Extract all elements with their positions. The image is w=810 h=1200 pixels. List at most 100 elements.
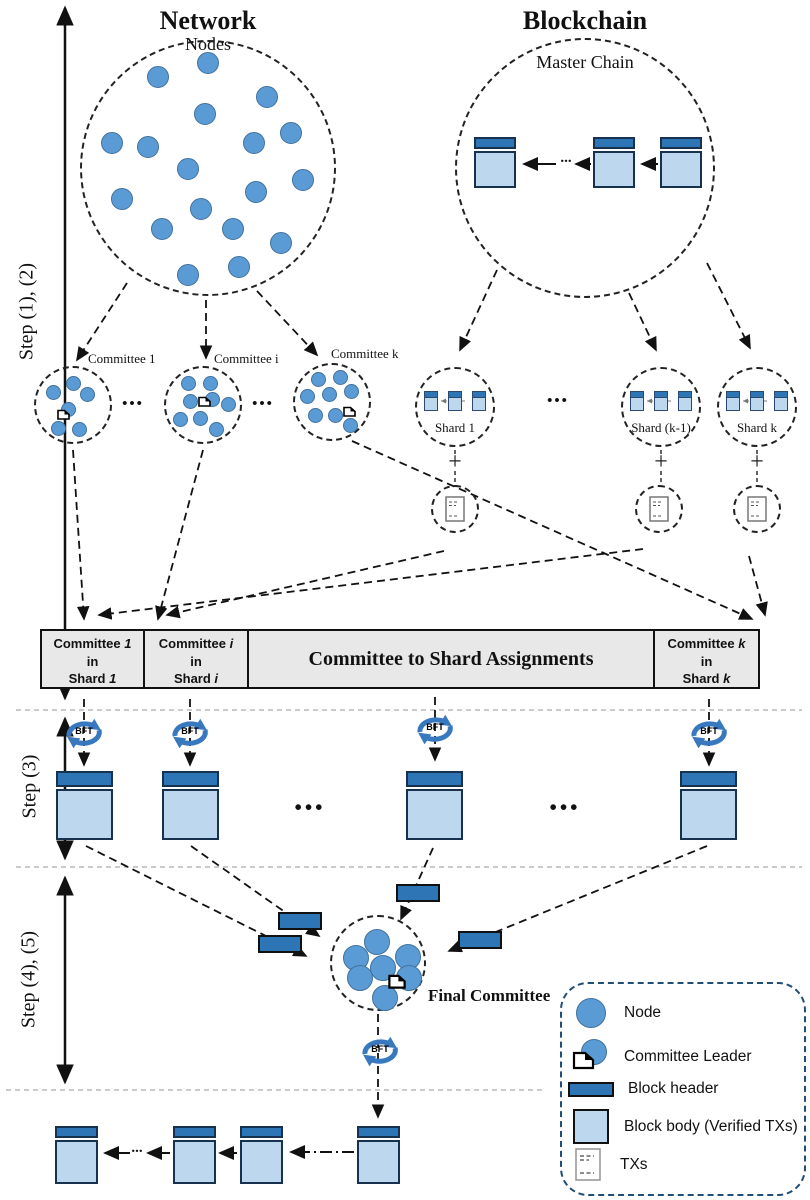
legend-txs-icon (575, 1148, 601, 1181)
final-committee-circle (330, 915, 426, 1011)
plus-sign: + (654, 449, 668, 475)
plus-sign: + (448, 449, 462, 475)
node-dot (192, 410, 208, 426)
cell-var: 1 (124, 636, 132, 651)
master-chain-block (660, 137, 702, 188)
node-dot (172, 411, 188, 427)
master-chain-block (593, 137, 635, 188)
block-header (173, 1126, 216, 1138)
node-dot (79, 386, 95, 402)
mini-block (448, 391, 462, 411)
node-dot (208, 421, 224, 437)
node-dot (256, 86, 278, 108)
committee-1-label: Committee 1 (88, 351, 156, 366)
master-chain-circle (455, 38, 715, 298)
shard-block (406, 771, 463, 840)
committee-ellipsis-dots: ••• (252, 396, 274, 412)
bft-icon: BFT (358, 1033, 402, 1069)
block-header (474, 137, 516, 149)
shard-k-circle (717, 367, 797, 447)
committee-k-label: Committee k (331, 346, 399, 361)
mini-block (774, 391, 788, 411)
step-4-5-label: Step (4), (5) (17, 930, 40, 1029)
plus-sign: + (750, 449, 764, 475)
final-chain-block (173, 1126, 216, 1184)
final-chain-block (357, 1126, 400, 1184)
block-body (473, 398, 485, 410)
node-dot (151, 218, 173, 240)
txs-icon (445, 496, 465, 527)
block-body (449, 398, 461, 410)
shard-k1-circle (621, 367, 701, 447)
cell-text: in (86, 653, 99, 669)
bft-label: BFT (371, 1044, 389, 1054)
shard-k1-label: Shard (k-1) (631, 420, 691, 435)
node-dot (327, 407, 343, 423)
node-dot (45, 384, 61, 400)
node-dot (364, 929, 390, 955)
node-dot (177, 264, 199, 286)
block-header (56, 771, 113, 787)
node-dot (222, 218, 244, 240)
block-body (593, 151, 635, 188)
block-header-chip (396, 884, 440, 902)
block-body (425, 398, 437, 410)
node-dot (182, 393, 198, 409)
committee-leader-icon (572, 1051, 595, 1070)
cell-var: i (229, 636, 234, 651)
committee-leader-icon (343, 404, 356, 422)
block-header (55, 1126, 98, 1138)
cell-var: i (214, 671, 219, 687)
txs-pool-circle (733, 485, 781, 533)
mini-block (424, 391, 438, 411)
node-dot (243, 132, 265, 154)
cell-var: 1 (109, 671, 117, 687)
block-body (474, 151, 516, 188)
committee-leader-icon (388, 971, 406, 994)
step3-ellipsis-dots: ••• (294, 795, 326, 819)
block-body (775, 398, 787, 410)
shard-block (162, 771, 219, 840)
legend-block-body-label: Block body (Verified TXs) (624, 1118, 798, 1135)
block-body (162, 789, 219, 840)
chain-ellipsis: ... (560, 150, 572, 166)
bft-icon: BFT (62, 715, 106, 751)
shard-block (56, 771, 113, 840)
txs-pool-circle (635, 485, 683, 533)
cell-text: Shard (68, 671, 106, 687)
assignment-cell-k: Committee k in Shard k (655, 631, 758, 687)
block-body (680, 789, 737, 840)
shard-1-label: Shard 1 (434, 420, 476, 435)
bft-icon: BFT (413, 711, 457, 747)
bft-icon: BFT (168, 715, 212, 751)
committee-leader-icon (57, 407, 70, 425)
assignment-cell-1: Committee 1 in Shard 1 (42, 631, 145, 687)
block-header (660, 137, 702, 149)
block-header (751, 392, 763, 398)
block-body (727, 398, 739, 410)
block-header (240, 1126, 283, 1138)
block-header (425, 392, 437, 398)
node-dot (147, 66, 169, 88)
block-header (655, 392, 667, 398)
final-chain-block (240, 1126, 283, 1184)
master-chain-block (474, 137, 516, 188)
node-dot (177, 158, 199, 180)
step3-ellipsis-dots: ••• (549, 795, 581, 819)
block-header (680, 771, 737, 787)
node-dot (111, 188, 133, 210)
node-dot (202, 375, 218, 391)
block-body (679, 398, 691, 410)
committee-1-circle (34, 366, 112, 444)
node-dot (194, 103, 216, 125)
cell-text: Committee (667, 636, 735, 651)
committee-to-shard-assignments-bar: Committee 1 in Shard 1 Committee i in Sh… (40, 629, 760, 689)
node-dot (342, 417, 358, 433)
node-dot (292, 169, 314, 191)
mini-block (630, 391, 644, 411)
node-dot (280, 122, 302, 144)
cell-var: k (738, 636, 746, 651)
node-dot (332, 369, 348, 385)
network-title: Network (159, 6, 257, 35)
